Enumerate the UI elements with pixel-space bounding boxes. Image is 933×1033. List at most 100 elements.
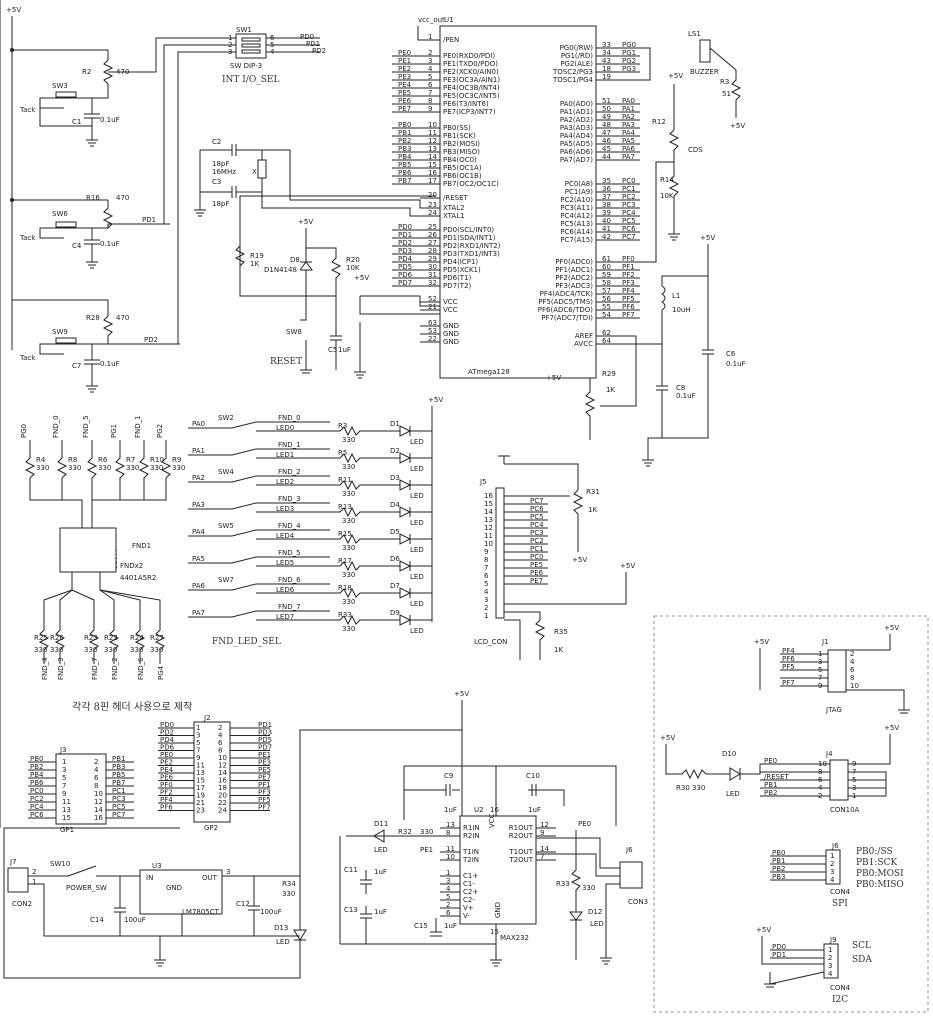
r33-ref: R33 xyxy=(556,880,570,888)
mcu-net-label: PC5 xyxy=(622,217,636,225)
lcd-vdd-plus5v: +5V xyxy=(620,562,635,570)
reset-circuit: +5V R19 1K D8 D1N4148 R20 10K SW8 C5 1uF… xyxy=(234,195,440,374)
mcu-pin-number: 42 xyxy=(602,233,611,241)
jtag-net: PF4 xyxy=(782,647,795,655)
led-row-res-value: 330 xyxy=(342,517,355,525)
r16-ref: R16 xyxy=(86,194,100,202)
c7-value: 0.1uF xyxy=(100,360,120,368)
mcu-pin-number: 43 xyxy=(602,57,611,65)
mcu-pin-number: 9 xyxy=(428,105,432,113)
spi-pin: 4 xyxy=(830,876,835,884)
lcd-pin-number: 11 xyxy=(484,532,493,540)
gp2-left-pin: 7 xyxy=(196,747,200,755)
r16-value: 470 xyxy=(116,194,129,202)
lcd-pin-number: 16 xyxy=(484,492,493,500)
mcu-pin-number: 44 xyxy=(602,153,611,161)
mcu-pin-number: 45 xyxy=(602,145,611,153)
mcu-net-label: PG1 xyxy=(622,49,636,57)
gp1-right-pin: 12 xyxy=(94,798,103,806)
jtag-plus5v-left: +5V xyxy=(754,638,769,646)
fnd-top-res-ref: R7 xyxy=(126,456,135,464)
max232-gnd-label: GND xyxy=(494,902,502,918)
led-row-port: PA5 xyxy=(192,555,205,563)
led-row-diode-ref: D6 xyxy=(390,555,400,563)
u1-ref: U1 xyxy=(444,16,454,24)
gp1-right-pin: 10 xyxy=(94,790,103,798)
isp-left-pin: 10 xyxy=(818,760,827,768)
gp2-left-net: PF2 xyxy=(160,789,173,797)
spi-net: PB3 xyxy=(772,873,785,881)
led-row-res-value: 330 xyxy=(342,625,355,633)
pe0-net: PE0 xyxy=(578,820,591,828)
lcd-net-label: PC5 xyxy=(530,513,544,521)
r30-ref: R30 xyxy=(676,784,690,792)
mcu-net-label: PF0 xyxy=(622,255,635,263)
max232-pin-number: 6 xyxy=(446,909,451,917)
gp1-right-net: PB1 xyxy=(112,755,125,763)
lcd-pin-number: 14 xyxy=(484,508,493,516)
gp2-right-net: PF1 xyxy=(258,781,271,789)
c3-ref: C3 xyxy=(212,178,221,186)
gp1-right-net: PB3 xyxy=(112,763,125,771)
mcu-pin-label: PC1(A9) xyxy=(565,188,594,196)
mcu-pin-number: 36 xyxy=(602,185,611,193)
r32-value: 330 xyxy=(420,828,433,836)
mcu-pin-number: 57 xyxy=(602,287,611,295)
gp1-right-pin: 14 xyxy=(94,806,103,814)
lcd-net-label: PC6 xyxy=(530,505,544,513)
j7-connector xyxy=(7,867,29,893)
c3-value: 18pF xyxy=(212,200,229,208)
led-row-switch: SW5 xyxy=(218,522,234,530)
mcu-pin-number: 31 xyxy=(428,271,437,279)
sw6-tack: Tack xyxy=(19,234,36,242)
mcu-pin-label: PB1(SCK) xyxy=(443,132,476,140)
mcu-pin-label: PA7(AD7) xyxy=(560,156,593,164)
lcd-pin-number: 12 xyxy=(484,524,493,532)
mcu-net-label: PA3 xyxy=(622,121,635,129)
j7-pin2: 2 xyxy=(32,868,36,876)
j3-ref: J3 xyxy=(59,746,67,754)
gp2-left-pin: 21 xyxy=(196,799,205,807)
mcu-pin-number: 56 xyxy=(602,295,611,303)
cds-label: CDS xyxy=(688,146,703,154)
mcu-net-label: PA6 xyxy=(622,145,636,153)
fnd-bot-res-value: 330 xyxy=(150,646,163,654)
mcu-pin-label: PF7(ADC7/TDI) xyxy=(541,314,593,322)
gp2-right-net: PF5 xyxy=(258,796,271,804)
mcu-pin-number: 1 xyxy=(428,33,432,41)
mcu-net-label: PE0 xyxy=(398,49,411,57)
mcu-pin-number: 8 xyxy=(428,97,432,105)
gp1-left-pin: 9 xyxy=(62,790,66,798)
fnd-bot-res-ref: R22 xyxy=(104,634,118,642)
mcu-pin-label: PF2(ADC2) xyxy=(555,274,593,282)
lm7805-body xyxy=(139,869,223,915)
lcd-caption: LCD_CON xyxy=(474,638,507,646)
crystal-x1 xyxy=(257,159,267,179)
gp2-right-pin: 24 xyxy=(218,807,227,815)
max232-plus5v: +5V xyxy=(454,690,469,698)
max232-pin-number: 10 xyxy=(446,853,455,861)
fnd-top-res-value: 330 xyxy=(98,464,111,472)
c10-ref: C10 xyxy=(526,772,540,780)
c10-value: 1uF xyxy=(528,806,541,814)
d13-ref: D13 xyxy=(274,924,288,932)
mcu-pin-label: /PEN xyxy=(443,36,459,44)
r20-ref: R20 xyxy=(346,256,360,264)
spi-con: CON4 xyxy=(830,888,851,896)
gp2-left-net: PF0 xyxy=(160,781,173,789)
led-row-switch: SW7 xyxy=(218,576,234,584)
led-row-port: PA4 xyxy=(192,528,206,536)
gp2-right-pin: 6 xyxy=(218,739,223,747)
r35-ref: R35 xyxy=(554,628,568,636)
mcu-pin-number: 60 xyxy=(602,263,611,271)
fnd-top-res-ref: R6 xyxy=(98,456,108,464)
i2c-pin: 3 xyxy=(828,962,832,970)
mcu-net-label: PD7 xyxy=(398,279,412,287)
spi-desc: PB0:MISO xyxy=(856,880,904,890)
led-row-diode-ref: D4 xyxy=(390,501,400,509)
mcu-pin-number: 14 xyxy=(428,153,437,161)
